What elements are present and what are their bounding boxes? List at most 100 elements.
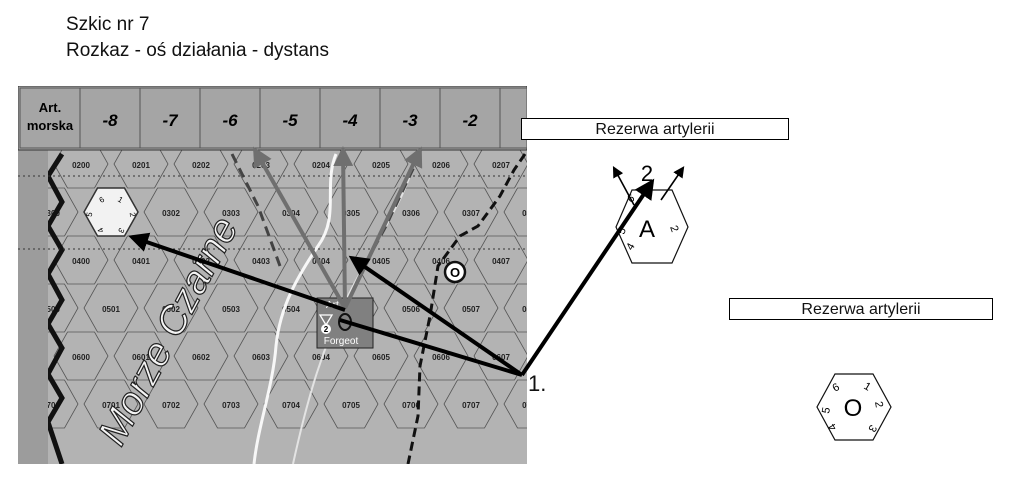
hex-cell[interactable]	[83, 283, 139, 333]
artillery-reserve-counter-o[interactable]: O 1 2 3 4 5 6	[815, 368, 895, 446]
hex-number: 0303	[222, 209, 240, 218]
range-cell-value: -5	[282, 111, 298, 130]
hex-cell[interactable]	[263, 379, 319, 429]
range-track-cells: Art.morska-8-7-6-5-4-3-2	[19, 87, 527, 149]
hex-number: 0603	[252, 353, 270, 362]
hex-number: 0403	[252, 257, 270, 266]
hex-cell[interactable]	[323, 379, 379, 429]
range-cell-value: -3	[402, 111, 418, 130]
highlighted-hex-edge-number: 5	[85, 211, 95, 217]
hex-number: 0607	[492, 353, 510, 362]
hex-number: 0706	[402, 401, 420, 410]
hex-cell[interactable]	[503, 187, 527, 237]
unit-value: 2	[324, 325, 329, 334]
hex-map[interactable]: 0200 0201 0202 0203 0204 0205 0206 0207 0300 0302…	[18, 86, 527, 464]
objective-marker-letter: O	[450, 265, 460, 280]
hex-number: 0207	[492, 161, 510, 170]
artillery-unit-counter[interactable]: Art. 2 Forgeot	[316, 297, 374, 349]
sketch-title: Szkic nr 7	[66, 14, 150, 35]
hex-cell[interactable]	[443, 379, 499, 429]
hex-cell[interactable]	[383, 379, 439, 429]
hex-number: 0508	[522, 305, 527, 314]
hex-number: 0407	[492, 257, 510, 266]
hex-number: 0500	[42, 305, 60, 314]
callout-number: 1.	[528, 371, 547, 396]
hex-number: 0503	[222, 305, 240, 314]
hex-number: 0602	[192, 353, 210, 362]
counter-a-edge-2: 2	[667, 224, 680, 234]
counter-o-edge-6: 6	[831, 381, 842, 394]
hex-number: 0308	[522, 209, 527, 218]
unit-value-circle	[321, 324, 331, 334]
artillery-reserve-counter-a[interactable]: A 2 2 4 5 6	[610, 155, 694, 275]
hex-number: 0200	[72, 161, 90, 170]
highlighted-hex-edge-number: 2	[128, 212, 138, 218]
hex-number: 0307	[462, 209, 480, 218]
hex-number: 0405	[372, 257, 390, 266]
hex-number: 0300	[42, 209, 60, 218]
hex-number: 0506	[402, 305, 420, 314]
counter-o-edge-2: 2	[872, 400, 885, 408]
hex-number: 0507	[462, 305, 480, 314]
counter-o-edge-5: 5	[820, 406, 833, 414]
sketch-subtitle: Rozkaz - oś działania - dystans	[66, 40, 329, 61]
range-cell-value: -2	[462, 111, 478, 130]
hex-number: 0304	[282, 209, 300, 218]
hex-cell[interactable]	[143, 379, 199, 429]
hex-number: 0203	[252, 161, 270, 170]
hex-cell[interactable]	[203, 379, 259, 429]
artillery-reserve-label-2: Rezerwa artylerii	[729, 298, 993, 320]
highlighted-hex-edge-number: 6	[98, 195, 107, 205]
hex-cell[interactable]	[503, 379, 527, 429]
hex-number: 0302	[162, 209, 180, 218]
hex-number: 0704	[282, 401, 300, 410]
hex-number: 0202	[192, 161, 210, 170]
hex-number: 0205	[372, 161, 390, 170]
hex-number: 0601	[132, 353, 150, 362]
hex-cell[interactable]	[173, 331, 229, 381]
hex-number: 0701	[102, 401, 120, 410]
warning-triangle	[318, 314, 334, 327]
range-cell	[139, 87, 201, 149]
counter-o-letter: O	[844, 395, 863, 422]
hex-cell[interactable]	[233, 331, 289, 381]
hex-cell[interactable]	[113, 331, 169, 381]
hex-number: 0605	[372, 353, 390, 362]
hex-number: 0201	[132, 161, 150, 170]
highlighted-hex[interactable]	[83, 187, 139, 237]
hex-number: 0401	[132, 257, 150, 266]
hex-cell[interactable]	[443, 187, 499, 237]
range-cell	[439, 87, 501, 149]
hex-cell[interactable]	[53, 331, 109, 381]
hex-number: 0708	[522, 401, 527, 410]
range-cell	[319, 87, 381, 149]
hex-number: 0306	[402, 209, 420, 218]
range-cell	[259, 87, 321, 149]
hex-number: 0606	[432, 353, 450, 362]
counter-o-edge-1: 1	[862, 380, 873, 393]
range-cell-value: -4	[342, 111, 358, 130]
counter-o-edge-3: 3	[865, 423, 878, 434]
hex-number: 0206	[432, 161, 450, 170]
range-cell-value: -8	[102, 111, 118, 130]
hex-number: 0305	[342, 209, 360, 218]
hex-cell[interactable]	[83, 379, 139, 429]
hex-number: 0703	[222, 401, 240, 410]
counter-a-letter: A	[639, 216, 655, 243]
hex-number: 0700	[42, 401, 60, 410]
hex-number: 0204	[312, 161, 330, 170]
hex-number: 0600	[72, 353, 90, 362]
border-line	[406, 153, 527, 464]
range-cell-label: Art.	[39, 100, 61, 115]
highlighted-hex-edge-number: 1	[116, 195, 125, 205]
range-cell-label: morska	[27, 118, 74, 133]
counter-a-top-number: 2	[641, 161, 653, 186]
artillery-reserve-label: Rezerwa artylerii	[521, 118, 789, 140]
highlighted-hex-edge-number: 4	[96, 226, 106, 235]
range-cell-value: -7	[162, 111, 179, 130]
hex-number: 0400	[72, 257, 90, 266]
highlighted-hex-edge-number: 3	[116, 226, 126, 235]
unit-type-label: Art.	[326, 300, 342, 311]
counter-o-edge-4: 4	[826, 421, 839, 432]
